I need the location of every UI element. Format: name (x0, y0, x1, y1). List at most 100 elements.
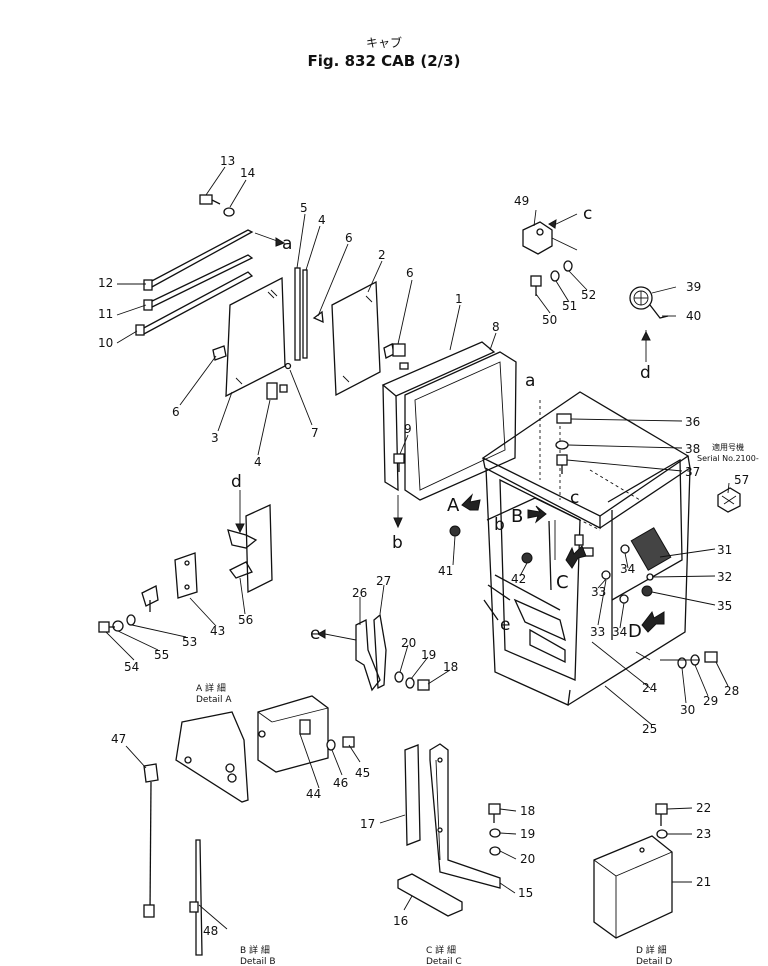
label-19: 19 (421, 648, 436, 662)
callout-B: B (511, 506, 523, 527)
callout-d-buzzer: d (640, 363, 651, 383)
label-47: 47 (111, 732, 126, 746)
bolt-28 (704, 651, 718, 663)
label-43: 43 (210, 624, 225, 638)
bolt-37 (556, 454, 568, 466)
detail-C: Detail C (426, 957, 462, 966)
label-35: 35 (717, 599, 732, 613)
label-17: 17 (360, 817, 375, 831)
label-6: 6 (345, 231, 353, 245)
callout-e-left: e (310, 624, 320, 644)
washer-19c (489, 828, 501, 838)
callout-b-door: b (392, 533, 403, 553)
callout-C: C (556, 572, 569, 593)
label-44: 44 (306, 787, 321, 801)
label-36: 36 (685, 415, 700, 429)
strip-5 (294, 267, 301, 361)
washer-23 (656, 829, 668, 839)
nut-41 (449, 525, 461, 537)
door-frame-8 (404, 351, 517, 501)
callout-a-cab: a (525, 371, 535, 391)
label-45: 45 (355, 766, 370, 780)
figure-title: Fig. 832 CAB (2/3) (307, 52, 461, 70)
detail-D-jp: D 詳 細 (636, 944, 667, 956)
label-29: 29 (703, 694, 718, 708)
callout-A: A (447, 495, 460, 516)
nut-35 (641, 585, 653, 597)
buzzer-39 (629, 286, 669, 362)
callout-a-top: a (282, 234, 292, 254)
door-seal-1 (381, 341, 496, 492)
arrow-C (565, 545, 587, 569)
label-5: 5 (300, 201, 308, 215)
label-4: 4 (318, 213, 326, 227)
label-1: 1 (455, 292, 463, 306)
plate-4-lower (266, 382, 278, 400)
label-10: 10 (98, 336, 113, 350)
latch-6-left (212, 345, 227, 361)
callout-c-top: c (583, 204, 592, 224)
label-18: 18 (443, 660, 458, 674)
bolt-18c (488, 803, 501, 815)
label-53: 53 (182, 635, 197, 649)
label-16: 16 (393, 914, 408, 928)
label-31: 31 (717, 543, 732, 557)
rod-assembly (135, 229, 286, 336)
label-6c: 6 (172, 405, 180, 419)
nut-52 (563, 260, 573, 272)
label-15: 15 (518, 886, 533, 900)
label-34b: 34 (612, 625, 627, 639)
callout-D: D (628, 621, 642, 642)
part-number-labels: 13 14 12 11 10 5 4 6 2 6 1 8 9 6 3 4 7 3… (98, 154, 749, 938)
detail-A-drawing (98, 490, 273, 633)
label-25: 25 (642, 722, 657, 736)
part-36 (556, 413, 572, 424)
label-54: 54 (124, 660, 139, 674)
label-3: 3 (211, 431, 219, 445)
bolt-33 (601, 570, 611, 580)
label-8: 8 (492, 320, 500, 334)
label-56: 56 (238, 613, 253, 627)
washer-34-lower (619, 594, 629, 604)
label-55: 55 (154, 648, 169, 662)
label-23: 23 (696, 827, 711, 841)
washer-51 (550, 270, 560, 282)
washer-20 (394, 671, 404, 683)
detail-captions: A 詳 細 Detail A B 詳 細 Detail B C 詳 細 Deta… (196, 682, 672, 966)
label-11: 11 (98, 307, 113, 321)
washer-20c (489, 846, 501, 856)
label-7: 7 (311, 426, 319, 440)
label-9: 9 (404, 422, 412, 436)
window-glass-2 (331, 280, 381, 397)
callout-c-cab: c (570, 488, 579, 508)
arrow-B (527, 505, 547, 524)
detail-D: Detail D (636, 957, 672, 966)
label-20c: 20 (520, 852, 535, 866)
label-52: 52 (581, 288, 596, 302)
label-24: 24 (642, 681, 657, 695)
washer-34 (620, 544, 630, 554)
screw-50 (530, 275, 542, 287)
part-57 (717, 487, 741, 513)
label-51: 51 (562, 299, 577, 313)
label-32: 32 (717, 570, 732, 584)
bolt-45 (342, 736, 355, 748)
cab-frame (481, 391, 691, 706)
label-21: 21 (696, 875, 711, 889)
bolt-9 (393, 453, 405, 464)
serial-note: Serial No.2100- (697, 454, 759, 463)
label-2: 2 (378, 248, 386, 262)
label-30: 30 (680, 703, 695, 717)
detail-D-drawing (593, 803, 673, 939)
bolt-22 (655, 803, 668, 815)
label-33b: 33 (590, 625, 605, 639)
callout-e-cab: e (500, 615, 510, 635)
leader-lines (105, 166, 730, 930)
label-33: 33 (591, 585, 606, 599)
label-4b: 4 (254, 455, 262, 469)
label-48: 48 (203, 924, 218, 938)
label-6b: 6 (406, 266, 414, 280)
label-26: 26 (352, 586, 367, 600)
strip-4 (302, 269, 308, 359)
